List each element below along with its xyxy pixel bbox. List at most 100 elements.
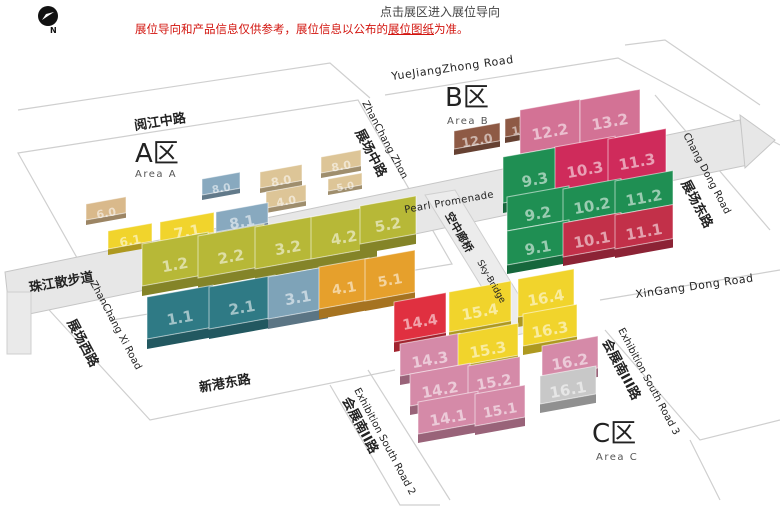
- hall-side: [255, 257, 321, 279]
- hall-number: 5.1: [377, 271, 404, 291]
- area-c-title: C区: [592, 419, 636, 449]
- hall-roof: [85, 196, 127, 221]
- hall-roof: [522, 303, 578, 347]
- hall-number: 9.3: [520, 169, 549, 191]
- hall-number: 15.1: [482, 400, 518, 422]
- hall-side: [328, 184, 362, 195]
- hall-side: [209, 317, 275, 339]
- compass-icon: N: [38, 6, 58, 35]
- hall-roof: [474, 384, 526, 427]
- hall-1-1[interactable]: 1.1: [146, 284, 214, 349]
- hall-14-1[interactable]: 14.1: [417, 390, 479, 443]
- area-b-title: B区: [445, 83, 489, 113]
- hall-6-1[interactable]: 6.1: [107, 222, 153, 255]
- hall-side: [147, 327, 213, 349]
- hall-8-0[interactable]: 8.0: [259, 163, 303, 193]
- hall-12-0[interactable]: 12.0: [453, 122, 501, 155]
- road-yuejiang-en: YueJiangZhong Road: [390, 53, 515, 83]
- hall-4-1[interactable]: 4.1: [318, 257, 370, 319]
- hall-roof: [107, 222, 153, 250]
- hall-roof: [453, 122, 501, 150]
- hall-number: 6.1: [118, 232, 142, 250]
- hall-11-1[interactable]: 11.1: [614, 203, 674, 258]
- hall-number: 4.1: [331, 279, 358, 299]
- hall-side: [319, 300, 369, 319]
- map-instruction: 点击展区进入展位导向: [379, 5, 500, 19]
- hall-side: [198, 266, 264, 288]
- hall-number: 8.0: [211, 181, 231, 196]
- hall-number: 1.1: [165, 307, 194, 329]
- disclaimer-text: 展位导向和产品信息仅供参考，展位信息以公布的: [135, 22, 388, 36]
- hall-number: 4.2: [329, 227, 358, 249]
- road-zhanchang-xi-cn: 展场西路: [63, 316, 102, 370]
- area-a-title: A区: [135, 139, 179, 169]
- hall-number: 5.0: [336, 181, 355, 195]
- hall-number: 3.1: [283, 287, 312, 309]
- disclaimer: 展位导向和产品信息仅供参考，展位信息以公布的展位图纸为准。: [135, 21, 469, 37]
- hall-number: 14.4: [401, 312, 439, 334]
- hall-roof: [215, 202, 269, 233]
- hall-side: [418, 423, 478, 443]
- hall-number: 2.1: [227, 297, 256, 319]
- hall-5-1[interactable]: 5.1: [364, 249, 416, 311]
- hall-roof: [359, 195, 417, 245]
- hall-side: [615, 238, 673, 258]
- hall-side: [268, 308, 328, 329]
- hall-14-3[interactable]: 14.3: [399, 332, 461, 385]
- area-b-subtitle: Area B: [447, 116, 489, 127]
- area-c-subtitle: Area C: [596, 452, 638, 463]
- hall-side: [563, 246, 621, 266]
- disclaimer-end: 为准。: [434, 22, 469, 36]
- hall-side: [202, 188, 240, 200]
- hall-8-0[interactable]: 8.0: [320, 149, 362, 178]
- hall-6-0[interactable]: 6.0: [85, 196, 127, 225]
- road-xingang-en: XinGang Dong Road: [635, 272, 755, 301]
- hall-side: [142, 274, 208, 296]
- hall-3-1[interactable]: 3.1: [267, 265, 329, 329]
- hall-number: 8.0: [270, 172, 293, 189]
- hall-number: 3.2: [273, 237, 302, 259]
- hall-side: [360, 233, 416, 254]
- hall-1-2[interactable]: 1.2: [141, 231, 209, 296]
- hall-roof: [539, 365, 597, 405]
- hall-number: 9.1: [523, 237, 552, 259]
- hall-roof: [541, 335, 599, 379]
- hall-number: 12.0: [460, 131, 494, 151]
- hall-5-2[interactable]: 5.2: [359, 195, 417, 254]
- hall-16-1[interactable]: 16.1: [539, 365, 597, 413]
- road-xingang-cn: 新港东路: [198, 371, 253, 396]
- hall-side: [454, 140, 500, 155]
- hall-side: [260, 180, 302, 193]
- hall-side: [475, 417, 525, 435]
- hall-roof: [364, 249, 416, 302]
- hall-number: 5.2: [373, 214, 402, 236]
- hall-side: [507, 253, 569, 274]
- hall-roof: [320, 149, 362, 174]
- area-a-subtitle: Area A: [135, 169, 177, 180]
- hall-roof: [448, 280, 512, 333]
- hall-4-0[interactable]: 4.0: [265, 184, 307, 213]
- hall-2-1[interactable]: 2.1: [208, 274, 276, 339]
- hall-side: [365, 292, 415, 311]
- hall-roof: [614, 203, 674, 250]
- hall-number: 2.2: [216, 246, 245, 268]
- hall-2-2[interactable]: 2.2: [197, 223, 265, 288]
- hall-roof: [457, 322, 519, 367]
- hall-roof: [327, 172, 363, 192]
- hall-10-1[interactable]: 10.1: [562, 211, 622, 266]
- floor-plan-link[interactable]: 展位图纸: [388, 22, 434, 36]
- hall-side: [540, 393, 596, 413]
- hall-15-1[interactable]: 15.1: [474, 384, 526, 435]
- hall-side: [108, 241, 152, 255]
- hall-5-0[interactable]: 5.0: [327, 172, 363, 195]
- hall-side: [321, 165, 361, 178]
- hall-8-0[interactable]: 8.0: [201, 171, 241, 200]
- hall-roof: [393, 292, 447, 343]
- hall-number: 8.0: [330, 158, 352, 174]
- hall-roof: [259, 163, 303, 189]
- hall-number: 9.2: [523, 203, 552, 225]
- hall-side: [86, 212, 126, 225]
- hall-number: 6.0: [95, 205, 117, 221]
